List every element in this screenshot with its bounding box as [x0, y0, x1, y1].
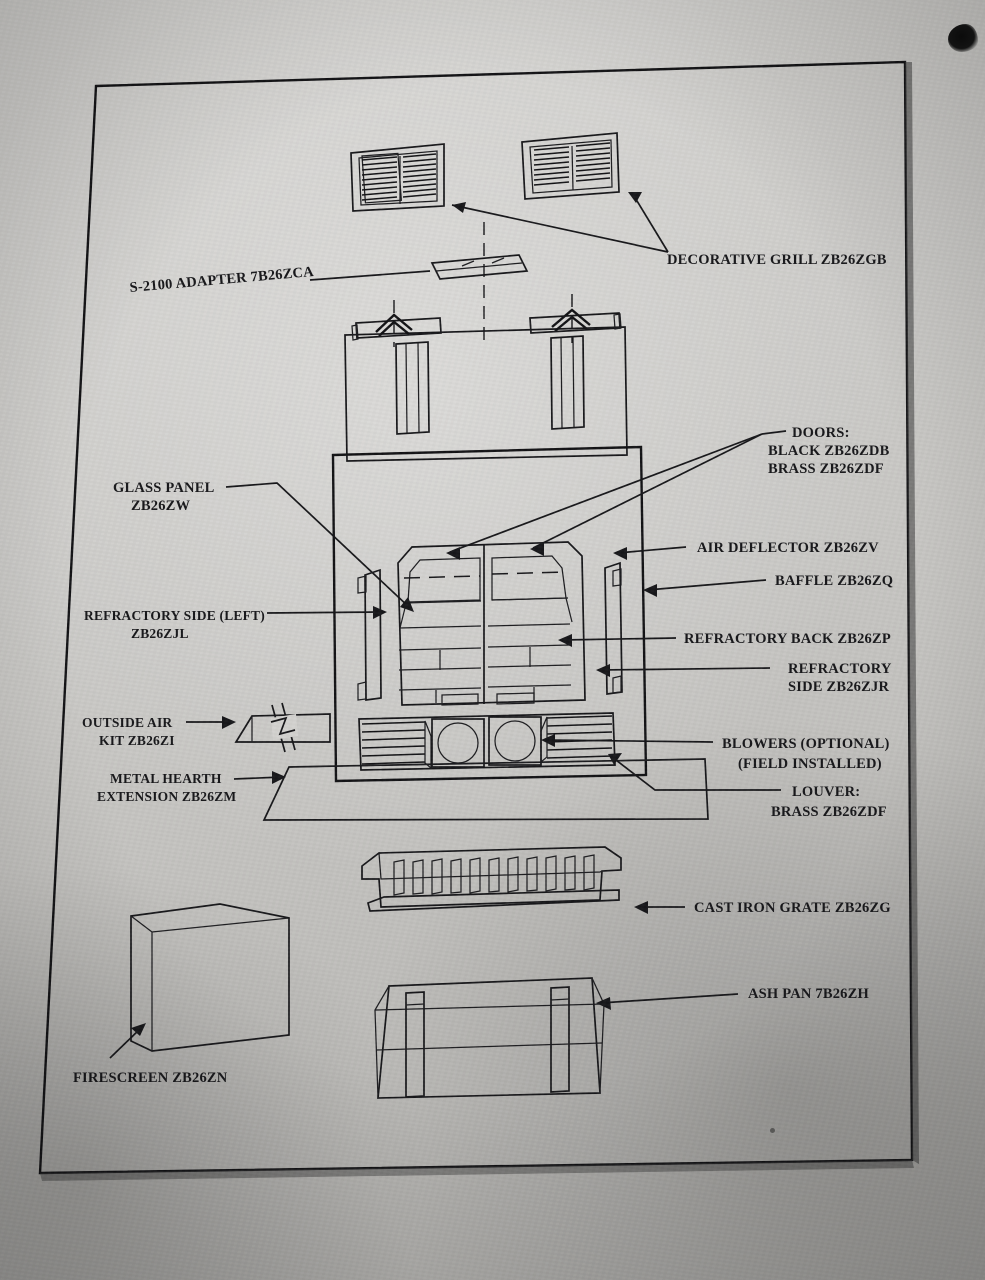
blower-right — [488, 716, 542, 766]
leader-refractory-back — [558, 634, 677, 647]
grate-bars — [393, 854, 595, 896]
label-air-deflector: AIR DEFLECTOR ZB26ZV — [697, 540, 879, 556]
label-doors: DOORS: BLACK ZB26ZDB BRASS ZB26ZDF — [768, 425, 893, 477]
duct-right — [550, 335, 585, 430]
page-border — [38, 60, 919, 1181]
paper-speck — [770, 1128, 775, 1133]
label-refractory-side-left: REFRACTORY SIDE (LEFT) ZB26ZJL — [84, 608, 269, 641]
blower-left — [431, 718, 485, 768]
leader-outside-air-kit — [186, 716, 236, 729]
label-outside-air-kit: OUTSIDE AIR KIT ZB26ZI — [82, 715, 176, 748]
label-adapter: S-2100 ADAPTER 7B26ZCA — [129, 264, 315, 296]
label-firescreen: FIRESCREEN ZB26ZN — [73, 1070, 228, 1086]
louver-slats-right — [546, 715, 613, 759]
leader-adapter — [309, 270, 431, 281]
leader-louver — [608, 753, 781, 791]
grill-left-slats — [361, 153, 437, 201]
label-refractory-back: REFRACTORY BACK ZB26ZP — [684, 631, 891, 647]
leader-decorative-grill — [451, 192, 669, 253]
grill-right-slats — [533, 142, 611, 186]
leader-air-deflector — [613, 546, 687, 560]
flue-housing — [344, 294, 628, 462]
s2100-adapter — [430, 254, 529, 280]
label-decorative-grill: DECORATIVE GRILL ZB26ZGB — [667, 252, 887, 268]
ash-pan — [374, 977, 605, 1099]
refractory-left — [398, 603, 482, 703]
leader-cast-iron-grate — [634, 901, 685, 914]
label-ash-pan: ASH PAN 7B26ZH — [748, 986, 869, 1002]
label-metal-hearth: METAL HEARTH EXTENSION ZB26ZM — [97, 771, 236, 804]
leader-refractory-side-right — [596, 664, 771, 677]
decorative-grill-right — [521, 132, 620, 200]
firebox-body — [331, 445, 648, 783]
leader-ash-pan — [596, 993, 739, 1010]
decorative-grill-left — [350, 143, 445, 212]
duct-left — [395, 341, 430, 435]
photo-corner-smudge — [948, 24, 978, 52]
label-louver: LOUVER: BRASS ZB26ZDF — [771, 784, 887, 820]
leader-baffle — [643, 579, 767, 597]
leader-glass-panel — [225, 482, 414, 612]
label-glass-panel: GLASS PANEL ZB26ZW — [113, 480, 217, 514]
outside-air-kit — [234, 702, 331, 753]
label-blowers: BLOWERS (OPTIONAL) (FIELD INSTALLED) — [722, 736, 893, 772]
leader-doors — [446, 430, 787, 560]
firescreen — [130, 903, 290, 1052]
refractory-right — [487, 597, 573, 701]
label-refractory-side-right: REFRACTORY SIDE ZB26ZJR — [788, 661, 895, 695]
label-cast-iron-grate: CAST IRON GRATE ZB26ZG — [694, 900, 891, 916]
louver-slats-left — [361, 721, 426, 765]
leader-firescreen — [109, 1023, 146, 1059]
door-right — [491, 555, 569, 601]
leader-blowers — [541, 734, 714, 747]
label-baffle: BAFFLE ZB26ZQ — [775, 573, 893, 589]
firebox-interior — [357, 541, 623, 706]
leader-refractory-side-left — [266, 606, 387, 619]
door-left — [403, 557, 482, 604]
leader-metal-hearth — [233, 771, 286, 784]
metal-hearth-extension — [262, 758, 709, 821]
cast-iron-grate — [361, 846, 622, 912]
